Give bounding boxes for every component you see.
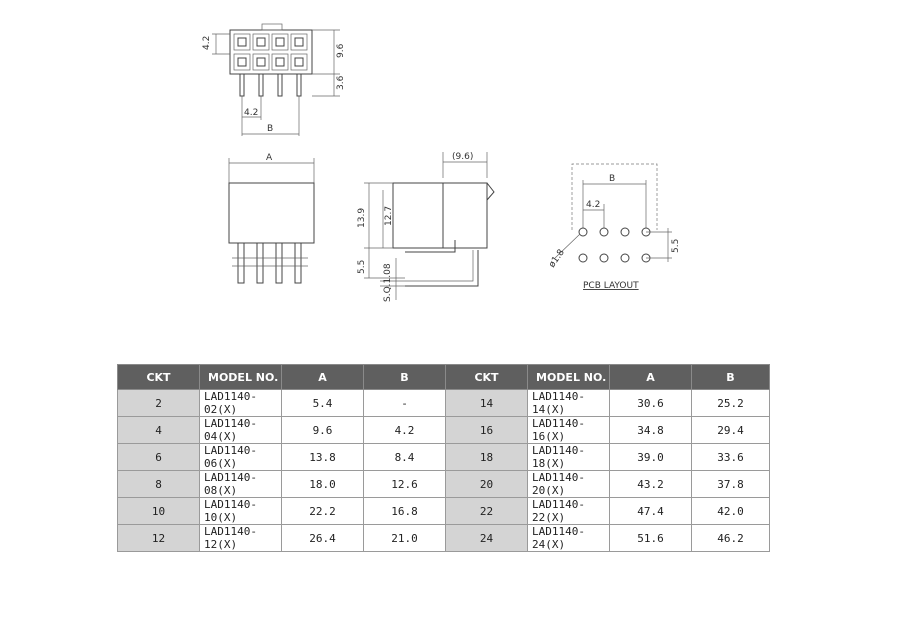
- cell-a: 26.4: [281, 524, 364, 552]
- front-view: A: [228, 153, 315, 284]
- dim-body-height: 12.7: [384, 206, 394, 226]
- dim-b-top: B: [267, 124, 273, 134]
- dim-b-pcb: B: [609, 174, 615, 184]
- cell-b: 46.2: [691, 524, 770, 552]
- cell-a: 13.8: [281, 443, 364, 471]
- latch-profile: [486, 182, 495, 201]
- dim-pin-length: 3.6: [336, 75, 346, 90]
- side-view-housing: [392, 182, 488, 249]
- dim-height: 9.6: [336, 43, 346, 58]
- header-ckt: CKT: [117, 364, 200, 390]
- dim-hole-diameter: ø1.8: [547, 248, 567, 270]
- header-ckt: CKT: [445, 364, 528, 390]
- cell-ckt: 4: [117, 416, 200, 444]
- cell-ckt: 24: [445, 524, 528, 552]
- header-model: MODEL NO.: [527, 364, 610, 390]
- top-view-housing: [229, 29, 313, 75]
- cell-b: 4.2: [363, 416, 446, 444]
- cell-b: 12.6: [363, 470, 446, 498]
- dim-pitch-vertical: 4.2: [202, 36, 212, 50]
- dim-pin-square: S.Q.1.08: [383, 263, 393, 302]
- latch-tab: [261, 23, 283, 31]
- technical-drawing: 4.2 9.6 3.6 4.2 B A (9.6: [202, 23, 681, 302]
- table-header-row: CKT MODEL NO. A B CKT MODEL NO. A B: [117, 364, 770, 390]
- top-view: 4.2 9.6 3.6 4.2 B: [202, 23, 346, 136]
- table-row: 8 LAD1140-08(X) 18.0 12.6 20 LAD1140-20(…: [117, 470, 770, 498]
- cell-model: LAD1140-20(X): [527, 470, 610, 498]
- dim-pitch-pcb: 4.2: [586, 200, 600, 210]
- cell-ckt: 16: [445, 416, 528, 444]
- header-model: MODEL NO.: [199, 364, 282, 390]
- cell-a: 30.6: [609, 389, 692, 417]
- cell-model: LAD1140-18(X): [527, 443, 610, 471]
- cell-b: 42.0: [691, 497, 770, 525]
- cell-b: 16.8: [363, 497, 446, 525]
- cell-a: 5.4: [281, 389, 364, 417]
- table-row: 2 LAD1140-02(X) 5.4 - 14 LAD1140-14(X) 3…: [117, 389, 770, 417]
- cell-model: LAD1140-14(X): [527, 389, 610, 417]
- cell-b: 37.8: [691, 470, 770, 498]
- header-a: A: [609, 364, 692, 390]
- cell-b: 25.2: [691, 389, 770, 417]
- cell-b: 21.0: [363, 524, 446, 552]
- cell-ckt: 18: [445, 443, 528, 471]
- cell-model: LAD1140-12(X): [199, 524, 282, 552]
- cell-ckt: 6: [117, 443, 200, 471]
- header-a: A: [281, 364, 364, 390]
- cell-model: LAD1140-06(X): [199, 443, 282, 471]
- cell-ckt: 14: [445, 389, 528, 417]
- header-b: B: [691, 364, 770, 390]
- pin-bend-lower: [405, 250, 479, 287]
- pcb-holes: [578, 227, 651, 263]
- front-view-pins: [232, 242, 308, 284]
- cell-a: 9.6: [281, 416, 364, 444]
- pcb-outline: [571, 163, 658, 230]
- cell-a: 47.4: [609, 497, 692, 525]
- dim-total-height: 13.9: [357, 208, 367, 228]
- cell-ckt: 20: [445, 470, 528, 498]
- cell-b: 33.6: [691, 443, 770, 471]
- cell-b: 29.4: [691, 416, 770, 444]
- cell-ckt: 2: [117, 389, 200, 417]
- dim-pin-length-side: 5.5: [357, 260, 367, 274]
- cell-a: 34.8: [609, 416, 692, 444]
- dim-pitch-horizontal: 4.2: [244, 108, 258, 118]
- cell-a: 43.2: [609, 470, 692, 498]
- top-view-pins: [239, 73, 302, 97]
- table-row: 10 LAD1140-10(X) 22.2 16.8 22 LAD1140-22…: [117, 497, 770, 525]
- table-row: 4 LAD1140-04(X) 9.6 4.2 16 LAD1140-16(X)…: [117, 416, 770, 444]
- spec-table: CKT MODEL NO. A B CKT MODEL NO. A B 2 LA…: [117, 364, 770, 552]
- cell-ckt: 8: [117, 470, 200, 498]
- dim-a-front: A: [266, 153, 273, 163]
- table-row: 6 LAD1140-06(X) 13.8 8.4 18 LAD1140-18(X…: [117, 443, 770, 471]
- cell-model: LAD1140-08(X): [199, 470, 282, 498]
- cell-ckt: 12: [117, 524, 200, 552]
- pcb-caption: PCB LAYOUT: [583, 281, 639, 291]
- cell-a: 51.6: [609, 524, 692, 552]
- header-b: B: [363, 364, 446, 390]
- cell-ckt: 10: [117, 497, 200, 525]
- cell-model: LAD1140-04(X): [199, 416, 282, 444]
- cell-model: LAD1140-24(X): [527, 524, 610, 552]
- cell-model: LAD1140-02(X): [199, 389, 282, 417]
- dim-depth: (9.6): [452, 152, 473, 162]
- cell-model: LAD1140-22(X): [527, 497, 610, 525]
- cell-a: 39.0: [609, 443, 692, 471]
- cell-a: 18.0: [281, 470, 364, 498]
- top-view-cavities: [233, 33, 308, 71]
- pcb-layout: B 4.2 ø1.8 5.5 PCB LAYOUT: [547, 163, 681, 291]
- side-view: (9.6) 13.9 12.7 5.5 S.Q.1.08: [357, 152, 495, 302]
- cell-ckt: 22: [445, 497, 528, 525]
- cell-b: -: [363, 389, 446, 417]
- cell-a: 22.2: [281, 497, 364, 525]
- table-row: 12 LAD1140-12(X) 26.4 21.0 24 LAD1140-24…: [117, 524, 770, 552]
- pin-bend-upper: [405, 240, 456, 253]
- cell-b: 8.4: [363, 443, 446, 471]
- cell-model: LAD1140-16(X): [527, 416, 610, 444]
- dim-row-spacing: 5.5: [671, 239, 681, 253]
- front-view-housing: [228, 182, 315, 244]
- cell-model: LAD1140-10(X): [199, 497, 282, 525]
